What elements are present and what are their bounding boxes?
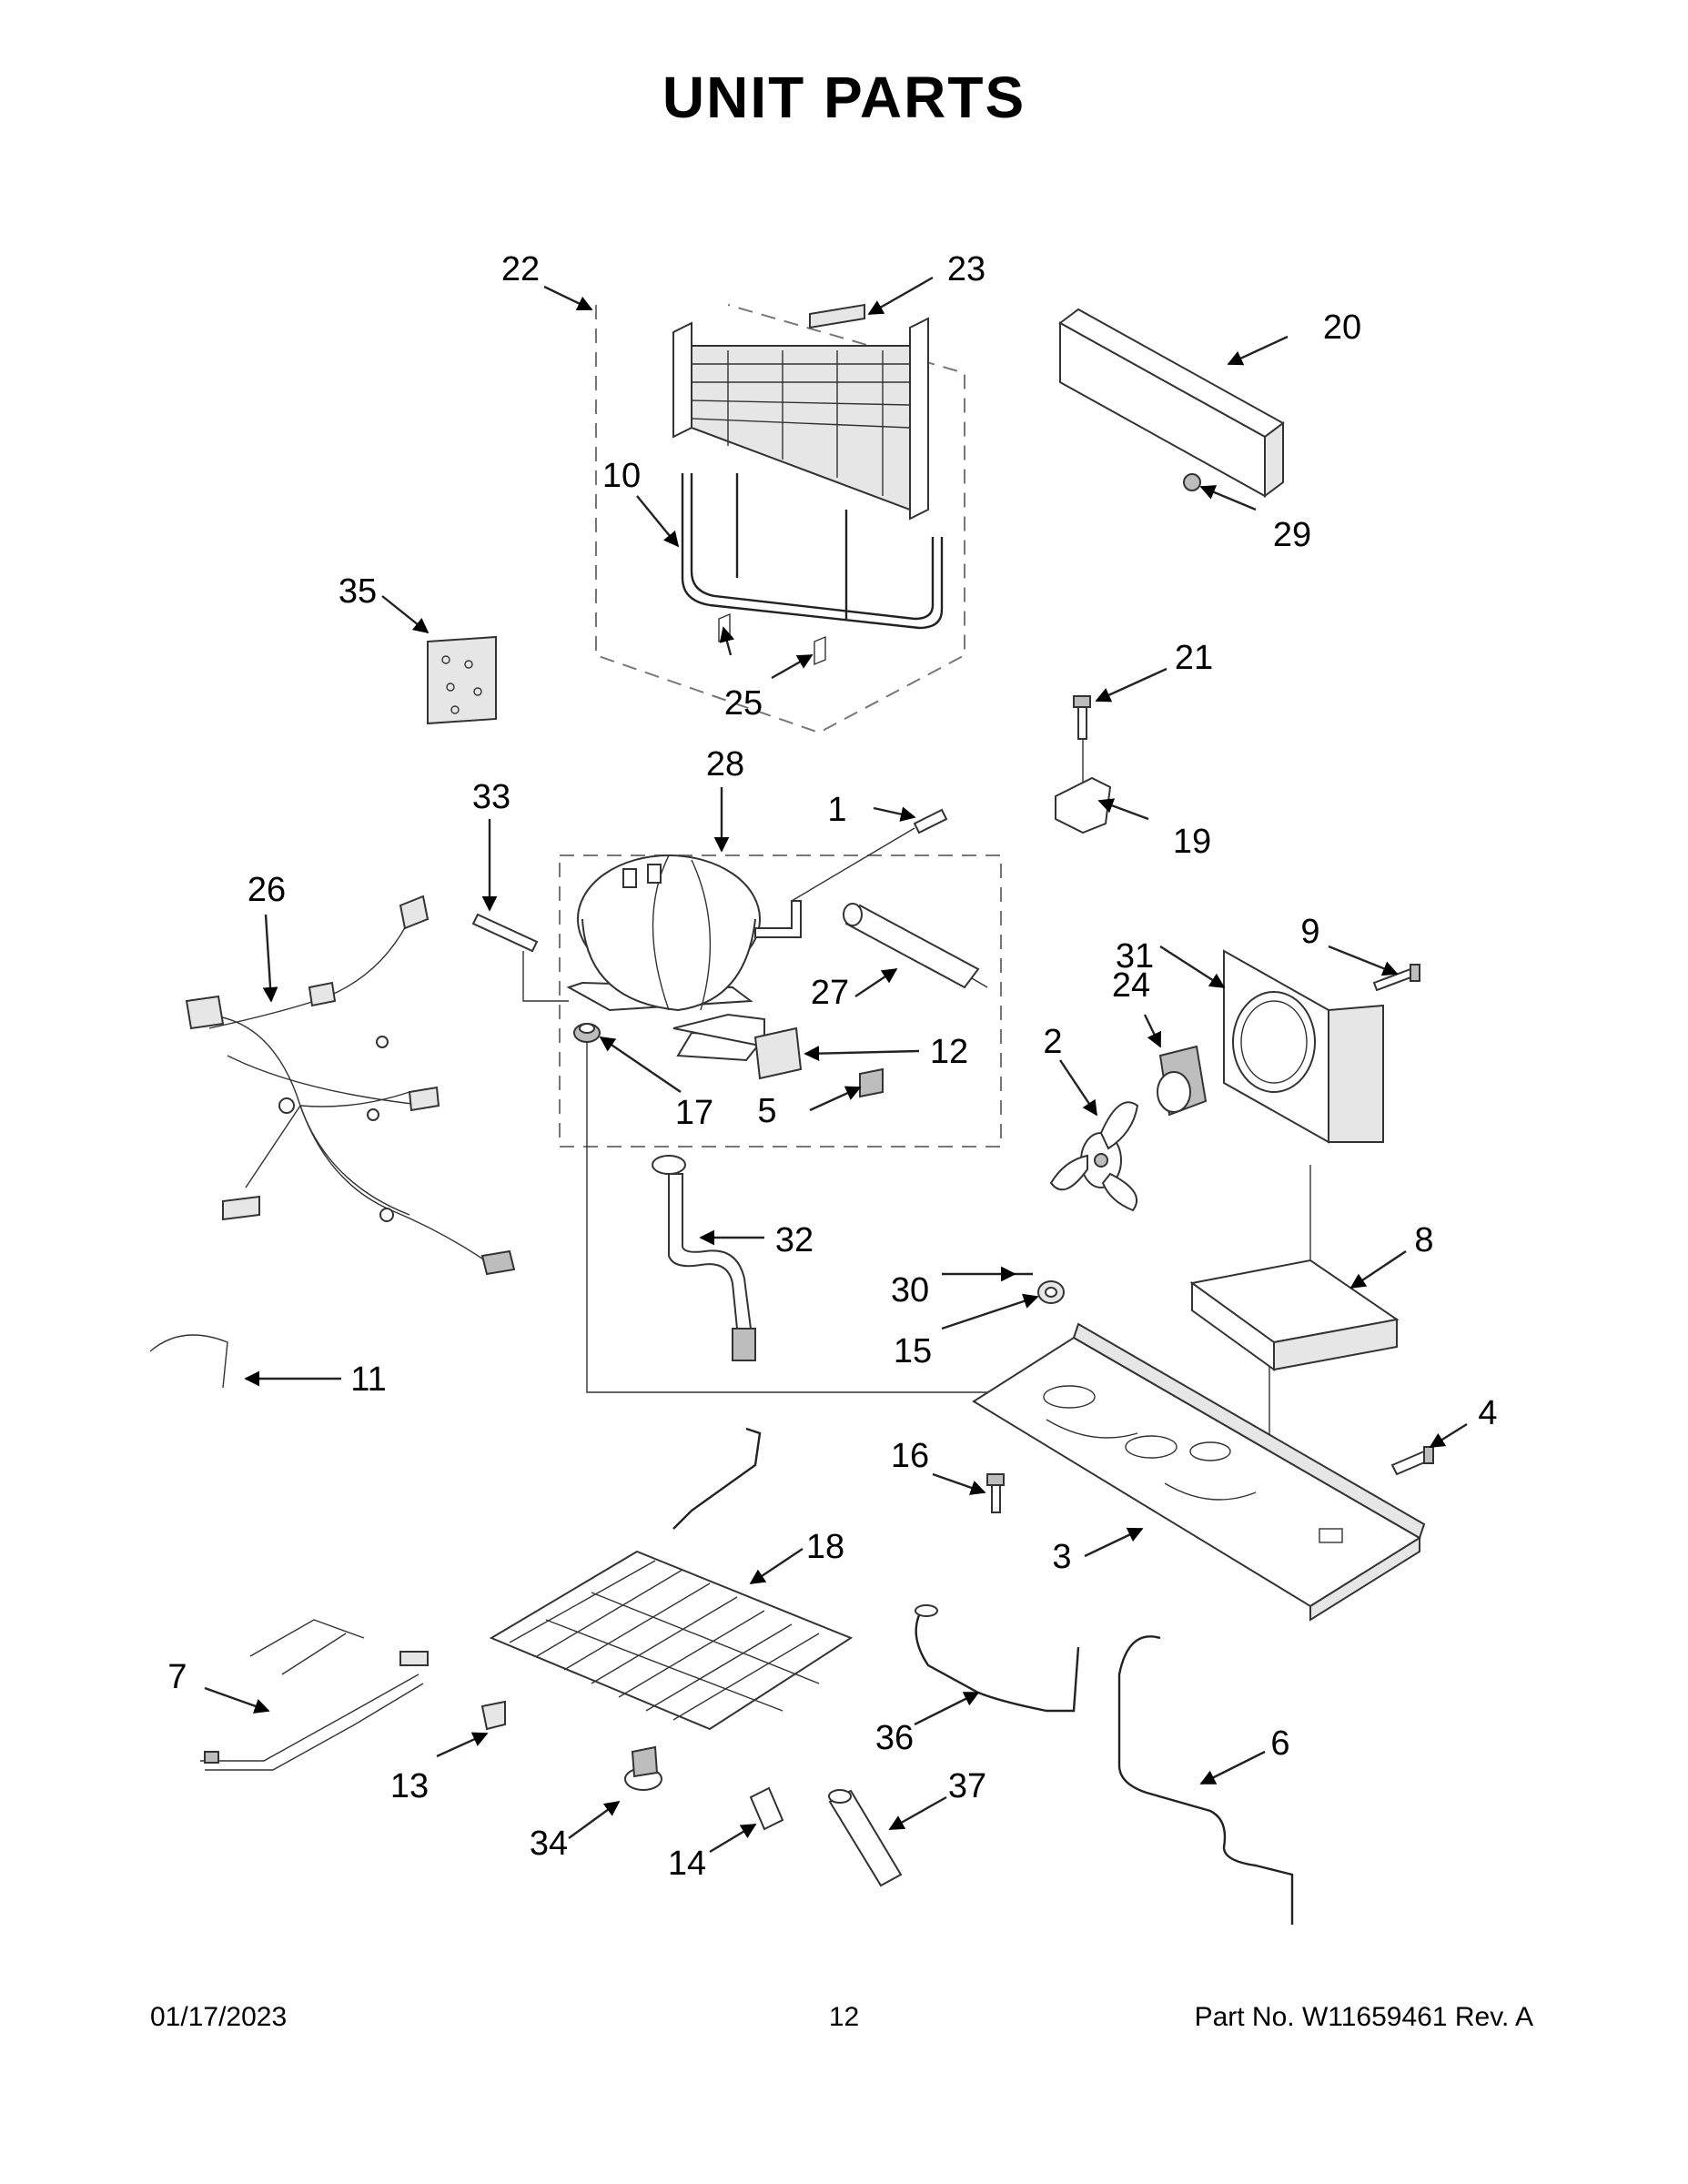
part-26-wire-harness [185,895,516,1276]
part-37-insulation-tube [828,1789,903,1887]
part-8-tray [1189,1259,1400,1371]
part-6-tube [1117,1635,1294,1925]
callout-15: 15 [894,1332,932,1370]
part-29-nut [1183,473,1201,491]
callout-37: 37 [948,1767,986,1805]
part-23-label-plate [809,303,865,329]
callout-1: 1 [827,791,846,829]
callout-20: 20 [1323,308,1361,347]
callout-2: 2 [1043,1023,1062,1061]
footer-part-number: Part No. W11659461 Rev. A [1194,2002,1533,2032]
callout-28: 28 [706,745,744,784]
callout-29: 29 [1273,516,1311,554]
callout-35: 35 [339,572,377,611]
part-19-bracket [1055,739,1112,834]
part-11-wire [149,1334,228,1389]
callout-11: 11 [350,1360,386,1399]
part-24-fan-motor [1157,1045,1208,1117]
part-10-defrost-heater [681,473,944,630]
callout-13: 13 [390,1767,429,1805]
part-21-screw [1073,695,1091,740]
callout-16: 16 [891,1437,929,1475]
part-14-sleeve [749,1786,784,1831]
callout-33: 33 [472,778,510,816]
callout-31: 31 [1116,937,1154,976]
callout-14: 14 [668,1845,706,1883]
part-5-overload [859,1067,884,1098]
callout-32: 32 [775,1221,814,1259]
callout-23: 23 [947,250,986,288]
part-28-group-outline [559,854,1002,1148]
callout-22: 22 [501,250,540,288]
callout-26: 26 [248,871,286,909]
footer-page-number: 12 [828,2002,860,2032]
compressor [566,854,802,1062]
part-9-screw [1372,964,1420,992]
callout-6: 6 [1270,1724,1289,1763]
callout-5: 5 [757,1092,776,1130]
part-33-strap [471,913,569,1002]
callout-36: 36 [875,1719,914,1757]
callout-24: 24 [1112,966,1150,1005]
callout-numbers: 1 2 3 4 5 6 7 8 9 10 11 12 13 14 15 16 1… [167,250,1497,1883]
page-title: UNIT PARTS [662,65,1026,130]
callout-18: 18 [806,1528,844,1566]
part-32-drain-tube [652,1155,756,1361]
callout-12: 12 [930,1033,968,1071]
part-4-screw [1390,1446,1434,1476]
callout-19: 19 [1173,823,1211,861]
callout-34: 34 [530,1825,568,1863]
callout-3: 3 [1052,1538,1071,1576]
callout-4: 4 [1478,1394,1497,1432]
part-18-condenser-coil [489,1427,854,1731]
callout-9: 9 [1300,913,1319,951]
part-3-base-plate [972,1322,1426,1622]
part-2-fan-blade [1049,1101,1139,1212]
callout-21: 21 [1175,639,1213,677]
part-34-valve [624,1745,662,1791]
part-20-cover [1058,308,1285,498]
part-27-dryer [843,903,988,989]
part-36-tube [915,1604,1080,1713]
part-16-screw [986,1473,1005,1513]
part-7-wiring [200,1619,429,1771]
callout-17: 17 [675,1094,713,1132]
part-12-relay [753,1026,803,1080]
part-13-clip [480,1700,506,1731]
callout-27: 27 [811,974,849,1012]
callout-leaders [204,276,1468,1854]
callout-10: 10 [602,457,641,495]
part-17-grommet [573,1023,601,1043]
part-31-fan-shroud [1223,949,1384,1144]
callout-8: 8 [1414,1221,1433,1259]
part-1-tube [791,808,948,902]
callout-7: 7 [167,1658,187,1696]
part-15-grommet [1037,1280,1065,1304]
evaporator-coil [672,317,929,619]
part-35-control-board [427,635,497,725]
footer-date: 01/17/2023 [150,2002,288,2032]
callout-30: 30 [891,1271,929,1309]
callout-25: 25 [724,684,763,723]
